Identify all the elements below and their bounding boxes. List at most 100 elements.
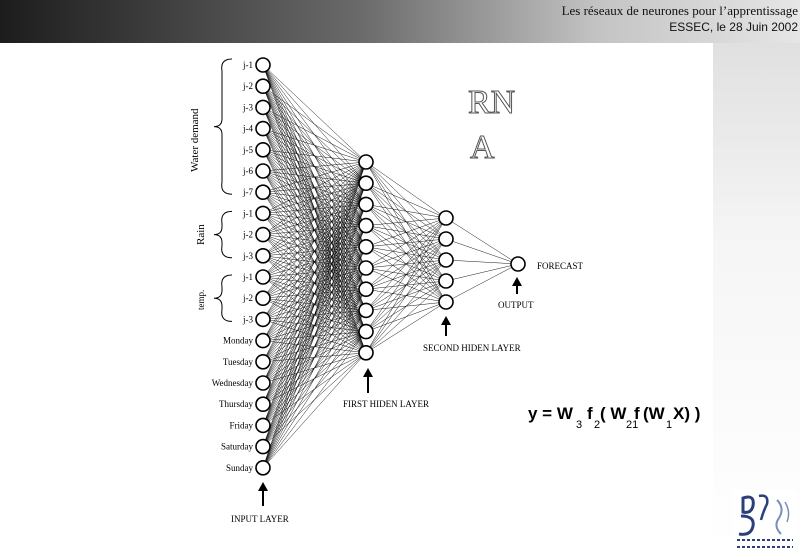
connection-input-hidden1: [262, 161, 367, 405]
brace-water-demand: [213, 58, 233, 195]
connection-input-hidden1: [262, 204, 367, 468]
input-node-label: j-3: [242, 102, 253, 112]
input-node-label: j-2: [242, 293, 253, 303]
first-hidden-node: [358, 281, 374, 298]
input-node-label: j-4: [242, 124, 253, 134]
svg-text:f: f: [634, 404, 640, 423]
first-hidden-node: [358, 239, 374, 255]
connection-hidden1-hidden2: [365, 259, 447, 353]
connection-input-hidden1: [262, 128, 367, 163]
input-node-label: j-1: [242, 60, 253, 70]
connection-input-hidden1: [262, 289, 367, 468]
connection-hidden1-hidden2: [365, 217, 447, 269]
connection-hidden1-hidden2: [365, 217, 447, 248]
second-hidden-node: [438, 231, 454, 247]
input-node-label: j-3: [242, 314, 253, 324]
first-hidden-node: [358, 260, 374, 276]
first-hidden-layer-label: FIRST HIDEN LAYER: [343, 399, 429, 409]
connection-input-hidden1: [262, 267, 367, 468]
input-layer-label: INPUT LAYER: [231, 514, 289, 524]
input-node-label: j-3: [242, 251, 253, 261]
connection-hidden1-hidden2: [365, 217, 447, 332]
arrow-first-hidden-layer: [363, 368, 373, 393]
connection-hidden2-output: [445, 263, 519, 282]
connection-hidden1-hidden2: [365, 204, 447, 219]
svg-text:1: 1: [666, 419, 672, 431]
input-node: [255, 99, 271, 116]
connection-input-hidden1: [262, 161, 367, 256]
input-node-label: Friday: [230, 420, 254, 430]
slide-header: Les réseaux de neurones pour l’apprentis…: [0, 0, 800, 43]
svg-text:3: 3: [576, 419, 582, 431]
connection-input-hidden1: [262, 161, 367, 214]
connection-input-hidden1: [262, 161, 367, 193]
input-node-label: Thursday: [219, 399, 253, 409]
group-label-temp: temp.: [196, 290, 206, 310]
forecast-label: FORECAST: [537, 261, 584, 271]
input-node: [255, 332, 271, 349]
input-node-label: j-2: [242, 230, 253, 240]
input-node-label: Monday: [223, 336, 253, 346]
connection-hidden1-hidden2: [365, 182, 447, 219]
connection-hidden2-output: [445, 263, 519, 303]
connection-input-hidden1: [262, 352, 367, 468]
second-hidden-node: [438, 294, 454, 310]
connections: [262, 64, 519, 468]
input-node: [255, 142, 271, 158]
connection-input-hidden1: [262, 161, 367, 426]
connection-hidden1-hidden2: [365, 161, 447, 219]
connection-input-hidden1: [262, 225, 367, 468]
connection-input-hidden1: [262, 331, 367, 468]
connection-hidden1-hidden2: [365, 280, 447, 353]
svg-text:f: f: [587, 404, 593, 423]
input-node-label: j-1: [242, 272, 253, 282]
input-node-label: Wednesday: [212, 378, 254, 388]
connection-input-hidden1: [262, 161, 367, 362]
input-node-label: j-2: [242, 81, 253, 91]
input-node: [255, 78, 271, 94]
brace-temp: [213, 274, 233, 322]
input-node: [255, 57, 271, 73]
svg-text:(W: (W: [643, 404, 666, 423]
header-subtitle: ESSEC, le 28 Juin 2002: [669, 20, 798, 34]
second-hidden-layer-label: SECOND HIDEN LAYER: [423, 343, 521, 353]
input-labels: j-1j-2j-3j-4j-5j-6j-7j-1j-2j-3j-1j-2j-3M…: [212, 60, 254, 473]
first-hidden-node: [358, 217, 374, 234]
connection-input-hidden1: [262, 246, 367, 468]
connection-hidden2-output: [445, 217, 519, 265]
layer-arrows: [258, 277, 522, 506]
input-node-label: j-6: [242, 166, 253, 176]
input-node: [255, 290, 271, 307]
connection-hidden2-output: [445, 259, 519, 265]
arrow-second-hidden-layer: [441, 316, 451, 336]
input-node: [255, 438, 271, 455]
institution-logo: [733, 490, 797, 552]
group-label-water-demand: Water demand: [189, 108, 201, 172]
svg-text:21: 21: [626, 419, 638, 431]
svg-text:y = W: y = W: [528, 404, 574, 423]
watermark-line-1: RN: [468, 84, 515, 121]
connection-input-hidden1: [262, 86, 367, 163]
group-braces: [213, 58, 233, 322]
connection-input-hidden1: [262, 161, 367, 278]
right-sidebar: [713, 43, 800, 553]
second-hidden-node: [438, 252, 454, 268]
watermark-line-2: A: [470, 129, 495, 166]
connection-input-hidden1: [262, 161, 367, 299]
connection-hidden1-hidden2: [365, 217, 447, 311]
connection-input-hidden1: [262, 183, 367, 468]
arrow-input-layer: [258, 482, 268, 506]
connection-hidden1-hidden2: [365, 238, 447, 353]
first-hidden-node: [358, 154, 374, 170]
connection-input-hidden1: [262, 161, 367, 320]
first-hidden-node: [358, 196, 374, 213]
input-node: [255, 120, 271, 137]
input-node: [255, 205, 271, 222]
connection-hidden1-hidden2: [365, 217, 447, 290]
output-node: [510, 256, 526, 272]
connection-hidden1-hidden2: [365, 301, 447, 353]
first-hidden-node: [358, 323, 374, 340]
header-title: Les réseaux de neurones pour l’apprentis…: [561, 3, 798, 18]
input-node: [255, 375, 271, 391]
